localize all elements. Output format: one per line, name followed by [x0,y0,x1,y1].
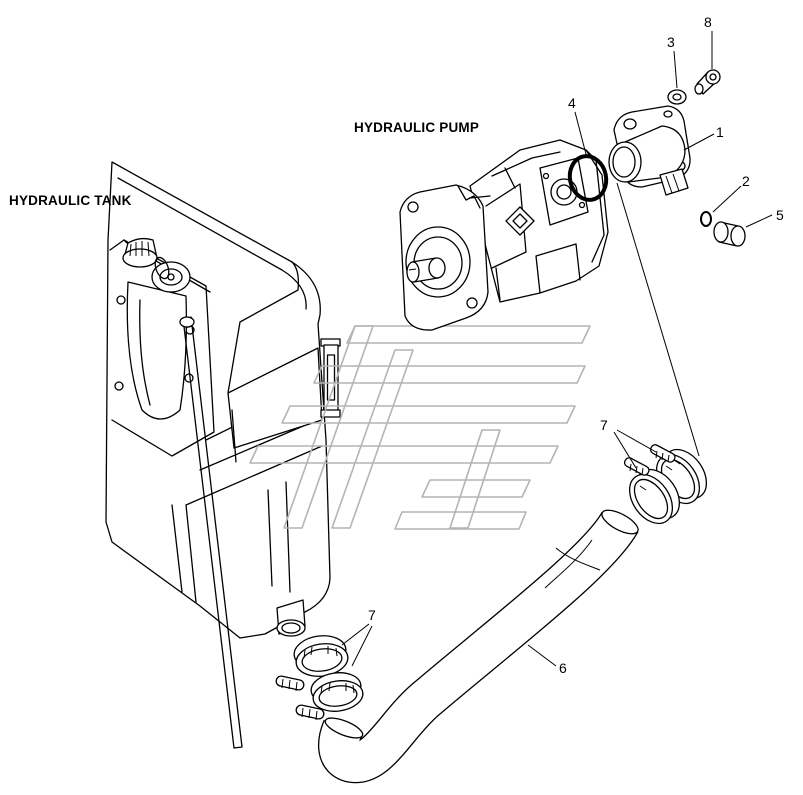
lower-clamp-upper [275,635,349,692]
leader-lines [341,31,773,667]
o-ring-4 [567,154,609,202]
pump-shaft [406,257,446,283]
leader-5 [745,214,773,228]
tank-top-platform [109,239,215,457]
callout-3: 3 [667,34,675,50]
flange-bolt-hole [466,297,478,309]
leader-7-upper-b [616,429,657,453]
callout-7-upper: 7 [600,417,608,433]
plug-5 [713,221,746,247]
callout-2: 2 [742,173,750,189]
vent-tube [179,316,243,749]
tank-lower-ribs [231,409,291,593]
o-ring-2 [700,211,712,227]
pump-port-flange [539,157,589,226]
leader-4 [574,111,588,159]
hydraulic-tank [105,161,341,639]
pump-body-top [491,151,561,189]
callout-6: 6 [559,660,567,676]
watermark-logo [249,325,591,530]
sight-gauge [320,338,341,418]
leader-6 [527,644,557,667]
bolt-icon [184,373,194,383]
flange-bolt-hole [407,201,419,213]
washer-3 [667,89,687,105]
callout-5: 5 [776,207,784,223]
tank-top-rim [117,177,307,310]
fitting-opening [608,141,642,183]
callout-7-lower: 7 [368,607,376,623]
connection-line [616,182,700,457]
callout-4: 4 [568,95,576,111]
callout-8: 8 [704,14,712,30]
leader-7-lower-a [341,623,370,646]
tank-lower-band [171,445,323,603]
leader-2 [712,185,742,213]
flange-bolt-hole [623,118,637,130]
pump-flange-notches [457,185,491,209]
fitting-side-boss [659,168,689,196]
leader-7-lower-b [351,625,373,667]
tank-outlet [276,599,306,637]
pump-rear-housing [469,139,609,303]
bolt-8 [694,69,721,95]
leader-3 [673,50,678,89]
hose [318,509,639,784]
bolt-icon [114,381,124,391]
leader-1 [683,133,715,151]
hose-upper-end [601,509,639,535]
hose-highlight [544,539,593,589]
filler-cap [122,237,158,268]
fitting-opening-inner [612,146,636,178]
tank-corner [227,261,300,394]
hose-section-line [555,547,601,571]
pump-side-port [505,206,535,236]
leader-7-upper-a [613,431,637,469]
filler-neck-shade [139,299,151,406]
flange-bolt-hole [663,110,673,118]
lower-clamp-lower [295,672,364,721]
bolt-icon [116,295,126,305]
breather [151,256,191,293]
elbow-fitting [608,105,691,196]
hydraulic-pump [399,139,609,331]
label-hydraulic-tank: HYDRAULIC TANK [9,193,132,208]
callout-1: 1 [716,124,724,140]
upper-clamp-left [623,457,681,525]
hose-lower-end [324,717,364,739]
label-hydraulic-pump: HYDRAULIC PUMP [354,120,479,135]
